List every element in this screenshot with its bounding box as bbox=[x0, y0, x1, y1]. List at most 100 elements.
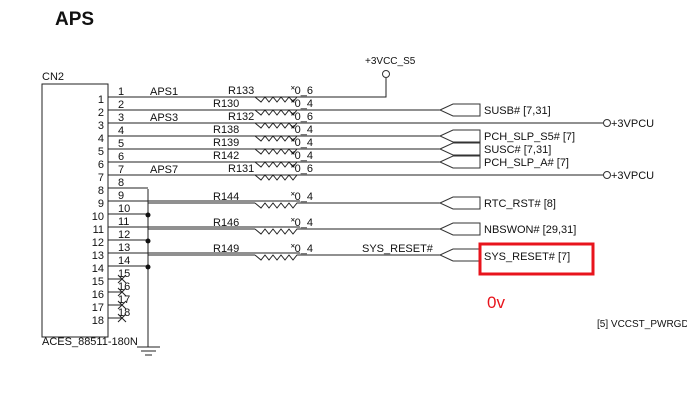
port-label-pch-slp-s5: PCH_SLP_S5# [7] bbox=[484, 131, 575, 143]
net-name: APS1 bbox=[150, 86, 178, 98]
offpage-port-symbol bbox=[438, 222, 481, 236]
resistor-value: ˟0_4 bbox=[291, 98, 313, 110]
inner-pin-number: 12 bbox=[92, 237, 104, 249]
resistor-value: ˟0_4 bbox=[291, 124, 313, 136]
outer-pin-number: 4 bbox=[118, 125, 124, 137]
port-label-rtc-rst: RTC_RST# [8] bbox=[484, 198, 556, 210]
power-rail-3vcc-s5-symbol bbox=[382, 70, 390, 78]
outer-pin-number: 3 bbox=[118, 112, 124, 124]
resistor-value: ˟0_6 bbox=[291, 163, 313, 175]
resistor-r138 bbox=[254, 135, 300, 142]
inner-pin-number: 11 bbox=[93, 224, 104, 236]
ground-symbol bbox=[137, 346, 160, 356]
net-label-sys-reset: SYS_RESET# bbox=[362, 243, 434, 255]
resistor-ref: R146 bbox=[213, 217, 239, 229]
port-label-susb: SUSB# [7,31] bbox=[484, 105, 551, 117]
outer-pin-number: 17 bbox=[118, 294, 130, 306]
offpage-ref-vccst-pwrgd: [5] VCCST_PWRGD bbox=[597, 319, 687, 330]
no-connect-x bbox=[117, 300, 127, 310]
outer-pin-number: 9 bbox=[118, 190, 124, 202]
outer-pin-number: 10 bbox=[118, 203, 130, 215]
inner-pin-number: 6 bbox=[98, 159, 104, 171]
inner-pin-number: 10 bbox=[92, 211, 104, 223]
junction-dot bbox=[145, 238, 151, 244]
resistor-r133 bbox=[254, 96, 300, 103]
offpage-port-symbol bbox=[438, 129, 481, 143]
outer-pin-number: 7 bbox=[118, 164, 124, 176]
offpage-port-symbol bbox=[438, 103, 481, 117]
outer-pin-number: 11 bbox=[118, 216, 129, 228]
outer-pin-number: 16 bbox=[118, 281, 130, 293]
resistor-r139 bbox=[254, 148, 300, 155]
outer-pin-number: 1 bbox=[118, 86, 124, 98]
inner-pin-number: 5 bbox=[98, 146, 104, 158]
offpage-port-symbol bbox=[438, 196, 481, 210]
power-rail-3vpcu-symbol bbox=[603, 171, 611, 179]
resistor-r144 bbox=[254, 202, 300, 209]
resistor-value: ˟0_4 bbox=[291, 217, 313, 229]
resistor-ref: R133 bbox=[228, 85, 254, 97]
port-label-nbswon: NBSWON# [29,31] bbox=[484, 224, 576, 236]
resistor-r142 bbox=[254, 161, 300, 168]
resistor-r131 bbox=[254, 174, 300, 181]
resistor-ref: R130 bbox=[213, 98, 239, 110]
port-label-susc: SUSC# [7,31] bbox=[484, 144, 551, 156]
resistor-value: ˟0_4 bbox=[291, 137, 313, 149]
outer-pin-number: 13 bbox=[118, 242, 130, 254]
resistor-ref: R131 bbox=[228, 163, 254, 175]
outer-pin-number: 5 bbox=[118, 138, 124, 150]
resistor-ref: R149 bbox=[213, 243, 239, 255]
resistor-r149 bbox=[254, 254, 300, 261]
outer-pin-number: 8 bbox=[118, 177, 124, 189]
outer-pin-number: 12 bbox=[118, 229, 130, 241]
resistor-value: ˟0_4 bbox=[291, 191, 313, 203]
connector-part-number: ACES_88511-180N bbox=[42, 336, 138, 348]
resistor-r130 bbox=[254, 109, 300, 116]
inner-pin-number: 15 bbox=[92, 276, 104, 288]
resistor-value: ˟0_4 bbox=[291, 150, 313, 162]
power-rail-3vcc-s5-wire bbox=[300, 78, 387, 98]
junction-dot bbox=[145, 212, 151, 218]
inner-pin-number: 1 bbox=[98, 94, 104, 106]
inner-pin-number: 3 bbox=[98, 120, 104, 132]
net-name: APS7 bbox=[150, 164, 178, 176]
offpage-port-symbol bbox=[438, 142, 481, 156]
inner-pin-number: 9 bbox=[98, 198, 104, 210]
outer-pin-number: 18 bbox=[118, 307, 130, 319]
resistor-ref: R142 bbox=[213, 150, 239, 162]
resistor-value: ˟0_4 bbox=[291, 243, 313, 255]
resistor-ref: R132 bbox=[228, 111, 254, 123]
power-rail-3vpcu-symbol bbox=[603, 119, 611, 127]
power-rail-3vcc-s5-label: +3VCC_S5 bbox=[365, 56, 416, 67]
outer-pin-number: 6 bbox=[118, 151, 124, 163]
voltage-annotation: 0v bbox=[487, 293, 505, 312]
no-connect-x bbox=[117, 287, 127, 297]
highlight-box bbox=[478, 242, 595, 276]
resistor-r146 bbox=[254, 228, 300, 235]
inner-pin-number: 13 bbox=[92, 250, 104, 262]
port-label-pch-slp-a: PCH_SLP_A# [7] bbox=[484, 157, 569, 169]
inner-pin-number: 4 bbox=[98, 133, 104, 145]
inner-pin-number: 7 bbox=[98, 172, 104, 184]
no-connect-x bbox=[117, 274, 127, 284]
inner-pin-number: 18 bbox=[92, 315, 104, 327]
resistor-r132 bbox=[254, 122, 300, 129]
no-connect-x bbox=[117, 313, 127, 323]
power-rail-3vpcu-label: +3VPCU bbox=[611, 118, 654, 130]
port-label-sys-reset: SYS_RESET# [7] bbox=[484, 251, 570, 263]
inner-pin-number: 14 bbox=[92, 263, 104, 275]
resistor-ref: R144 bbox=[213, 191, 239, 203]
inner-pin-number: 16 bbox=[92, 289, 104, 301]
resistor-ref: R138 bbox=[213, 124, 239, 136]
power-rail-3vpcu-label: +3VPCU bbox=[611, 170, 654, 182]
offpage-port-symbol bbox=[438, 155, 481, 169]
inner-pin-number: 8 bbox=[98, 185, 104, 197]
resistor-value: ˟0_6 bbox=[291, 85, 313, 97]
offpage-port-symbol bbox=[438, 248, 481, 262]
sheet-title: APS bbox=[55, 9, 94, 30]
connector-body bbox=[41, 83, 109, 338]
resistor-ref: R139 bbox=[213, 137, 239, 149]
